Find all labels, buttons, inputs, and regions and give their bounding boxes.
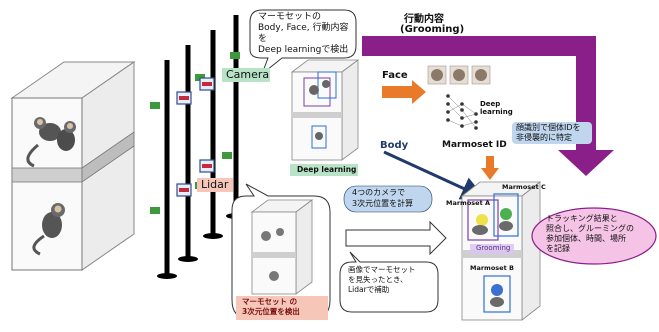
- marmoset-pair-icon: [26, 117, 76, 168]
- marmoset-a-box: [467, 199, 499, 241]
- grooming-title: (Grooming): [400, 24, 465, 35]
- face-label: Face: [382, 70, 408, 81]
- behavior-title: 行動内容: [404, 14, 444, 25]
- cameras-note-box: [343, 185, 433, 213]
- tracking-note: トラッキング結果と 照合し、グルーミングの 参加個体、時間、場所 を記録: [546, 214, 634, 253]
- detection-bubble: [249, 9, 357, 76]
- marmoset-c-box: [493, 193, 519, 237]
- deep-learning-label-box: [290, 164, 358, 176]
- position-label-box: [236, 296, 328, 320]
- lidar-label: Lidar: [201, 178, 229, 191]
- detection-cage: [290, 59, 360, 161]
- neural-network-icon: [446, 94, 478, 130]
- marmoset-id-label: Marmoset ID: [442, 140, 507, 150]
- deep-learning-label: Deep learning: [297, 165, 357, 174]
- result-arrow: [345, 220, 447, 256]
- grooming-tag-box: [470, 244, 514, 254]
- lidar-cage: [250, 199, 314, 295]
- marmoset-b-label: Marmoset B: [470, 264, 514, 272]
- behavior-arrow: [362, 36, 614, 176]
- detection-bubble-text: マーモセットの Body, Face, 行動内容を Deep learningで…: [258, 12, 349, 55]
- cameras-note: 4つのカメラで 3次元位置を計算: [352, 188, 414, 208]
- body-label: Body: [380, 140, 409, 151]
- grooming-tag: Grooming: [476, 244, 511, 252]
- body-arrow: [383, 150, 486, 200]
- lidar-icon: [176, 77, 215, 197]
- face-id-note-box: [512, 122, 592, 144]
- camera-label: Camera: [226, 68, 270, 81]
- position-label: マーモセット の 3次元位置を検出: [242, 297, 300, 316]
- marmoset-single-icon: [32, 203, 65, 256]
- face-arrow: [382, 80, 426, 104]
- deep-learning-small-label: Deep learning: [480, 100, 513, 116]
- face-id-note: 顔識別で個体IDを 非侵襲的に特定: [516, 123, 581, 142]
- tracking-note-box: [531, 207, 657, 265]
- lidar-note: 画像でマーモセット を見失ったとき、 Lidarで補助: [348, 265, 416, 294]
- face-thumbnail-icon: [427, 65, 491, 85]
- camera-label-box: [222, 68, 270, 82]
- id-down-arrow: [481, 156, 499, 180]
- lidar-note-bubble: [339, 251, 439, 313]
- marmoset-a-label: Marmoset A: [446, 199, 490, 207]
- marmoset-b-box: [483, 275, 511, 313]
- marmoset-c-label: Marmoset C: [502, 183, 546, 191]
- lidar-label-box: [197, 178, 233, 192]
- large-cage: [10, 61, 136, 271]
